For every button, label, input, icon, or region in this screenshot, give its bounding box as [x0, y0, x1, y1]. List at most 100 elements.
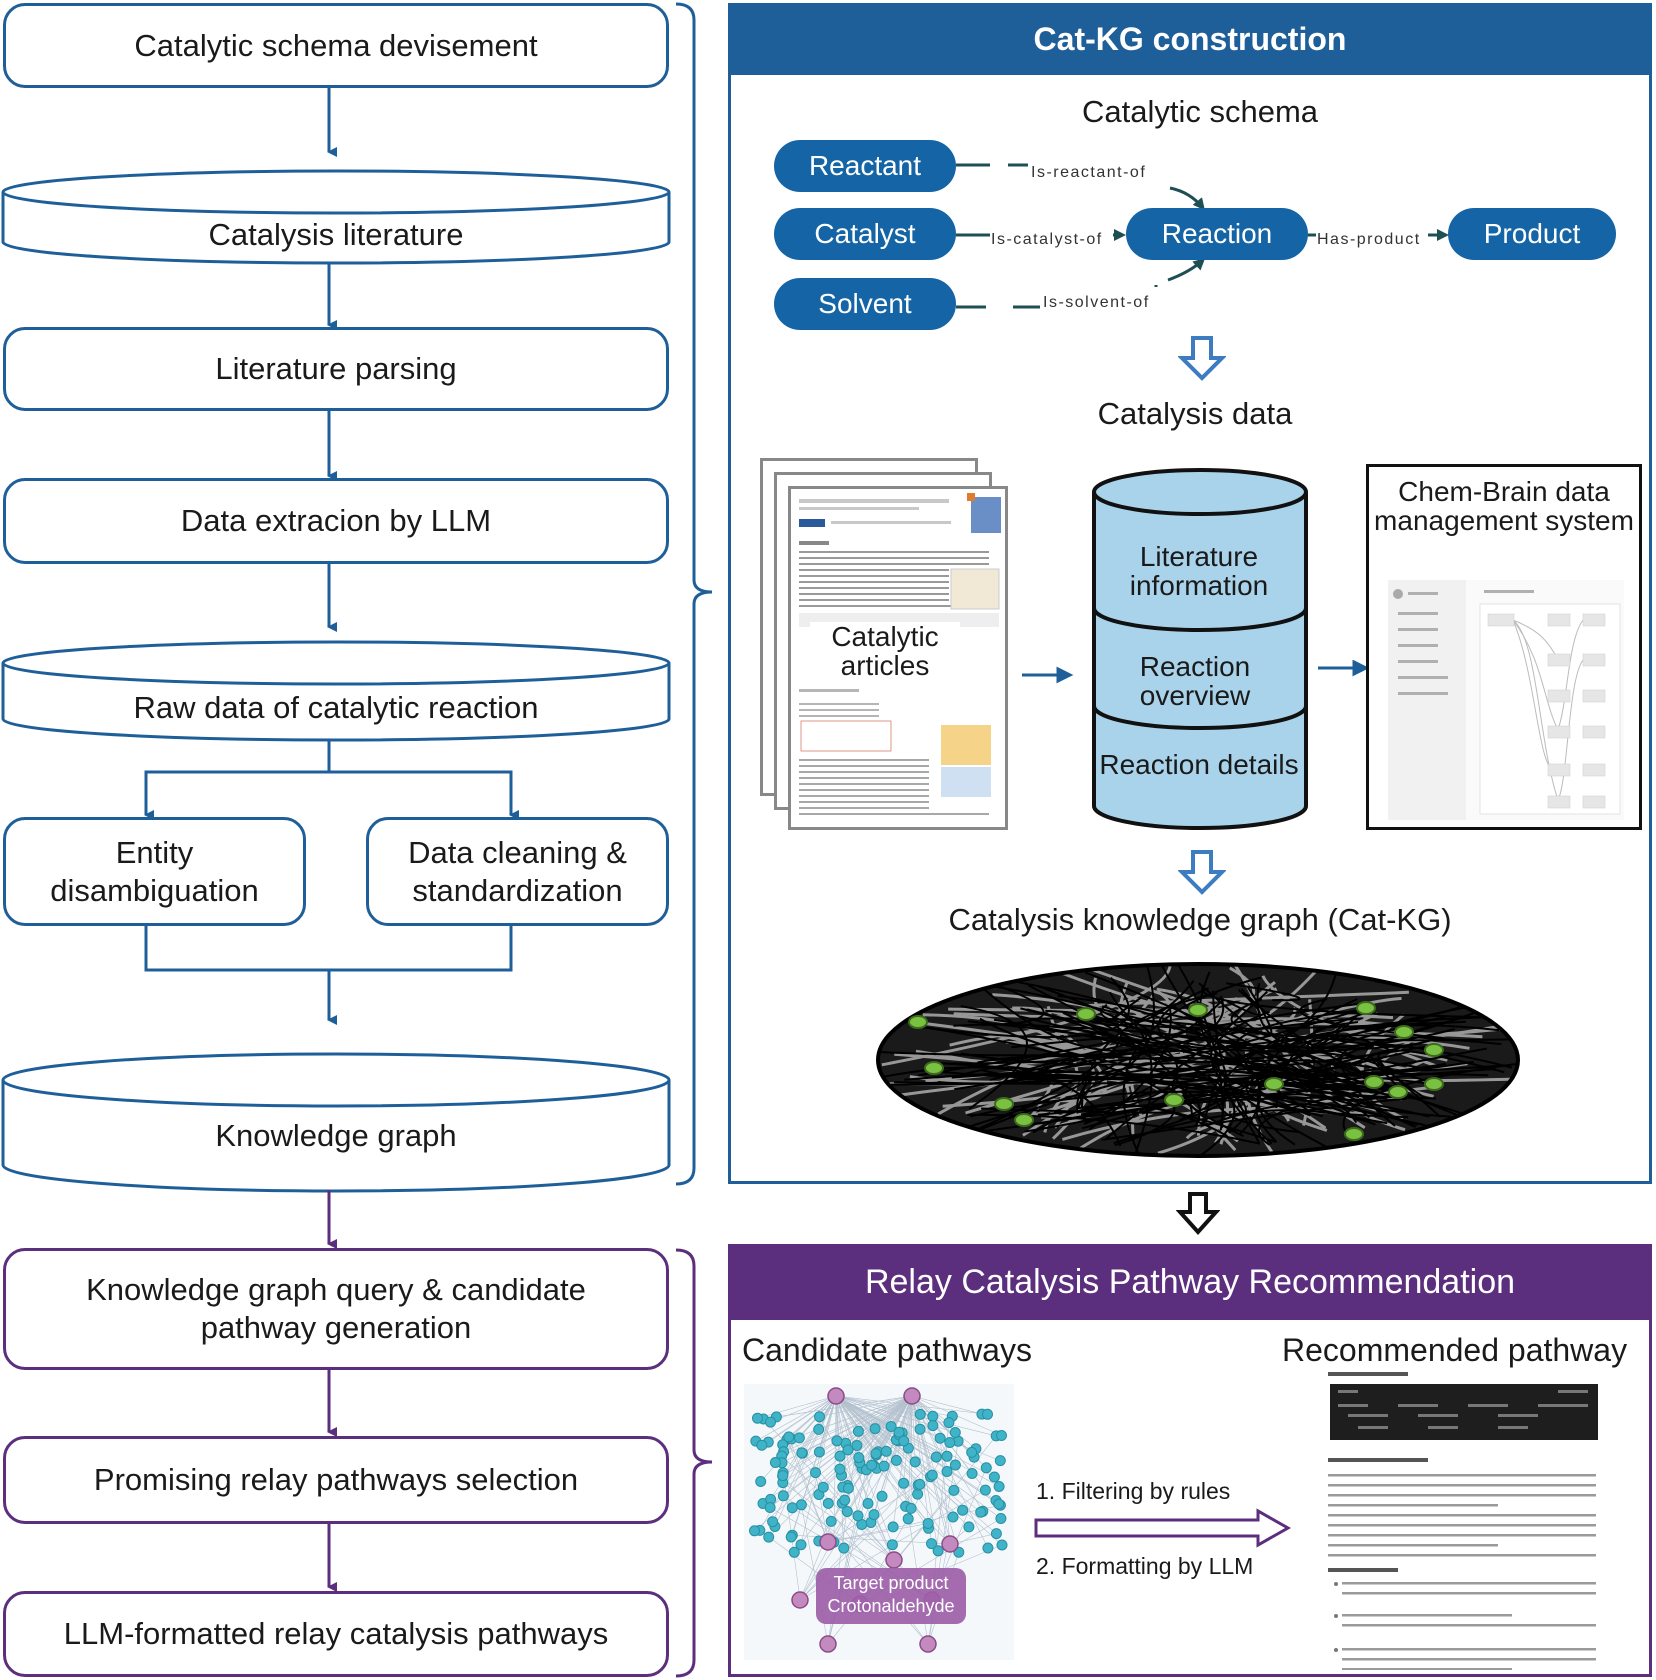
step-literature-parsing: Literature parsing — [3, 327, 669, 411]
article-thumbnail — [799, 493, 1001, 815]
kg-edge — [1081, 992, 1218, 1108]
kg-edge — [981, 1047, 1488, 1133]
chem-brain-screenshot — [1388, 580, 1624, 820]
kg-node — [1264, 1077, 1284, 1091]
candidate-node — [988, 1471, 1000, 1483]
candidate-hub-node — [819, 1635, 837, 1653]
candidate-node — [869, 1423, 881, 1435]
schema-node-catalyst: Catalyst — [774, 208, 956, 260]
candidate-edge — [835, 1395, 1003, 1546]
candidate-node — [785, 1531, 797, 1543]
candidate-node — [898, 1435, 910, 1447]
candidate-node — [870, 1448, 882, 1460]
candidate-node — [764, 1502, 776, 1513]
knowledge-graph-visual — [876, 962, 1520, 1158]
candidate-edge — [818, 1395, 913, 1495]
candidate-node — [914, 1408, 926, 1420]
step-kg-query-candidate-generation: Knowledge graph query & candidate pathwa… — [3, 1248, 669, 1370]
kg-edge — [1226, 989, 1261, 1016]
candidate-node — [825, 1515, 837, 1527]
candidate-edge — [911, 1395, 931, 1477]
kg-edge — [1037, 1086, 1352, 1116]
candidate-node — [777, 1490, 789, 1502]
kg-edge — [1245, 1015, 1449, 1119]
candidate-node — [765, 1416, 776, 1428]
candidate-node — [814, 1411, 825, 1423]
data-flow-arrows — [1022, 660, 1370, 684]
candidate-node — [912, 1488, 924, 1500]
candidate-edge — [835, 1395, 929, 1524]
candidate-node — [990, 1528, 1002, 1540]
kg-edge — [1079, 1014, 1455, 1049]
candidate-edge — [907, 1395, 913, 1519]
doc-text-line — [1328, 1474, 1596, 1477]
doc-text-line — [1328, 1484, 1596, 1487]
kg-node — [1424, 1043, 1444, 1057]
catalytic-articles-label: Catalytic articles — [810, 622, 960, 681]
candidate-node — [982, 1408, 993, 1420]
target-product-name: Crotonaldehyde — [827, 1596, 955, 1616]
relation-has-product: Has-product — [1316, 231, 1422, 249]
candidate-node — [851, 1440, 863, 1451]
relation-is-reactant-of: Is-reactant-of — [1030, 164, 1148, 182]
candidate-node — [902, 1513, 914, 1525]
candidate-node — [930, 1451, 942, 1463]
db-knowledge-graph-label: Knowledge graph — [215, 1118, 457, 1153]
db-layer-reaction-overview: Reaction overview — [1139, 651, 1251, 712]
candidate-node — [949, 1459, 961, 1471]
step-promising-pathway-selection: Promising relay pathways selection — [3, 1436, 669, 1524]
step-catalytic-schema-devisement: Catalytic schema devisement — [3, 3, 669, 88]
kg-edge — [960, 1005, 1028, 1110]
kg-edge — [920, 977, 1130, 1039]
db-layer-reaction-details: Reaction details — [1099, 749, 1299, 780]
candidate-edge — [835, 1395, 999, 1505]
candidate-node — [966, 1468, 978, 1479]
candidate-node — [842, 1482, 854, 1494]
candidate-edge — [815, 1395, 837, 1473]
doc-text-line — [1328, 1554, 1596, 1557]
candidate-node — [767, 1516, 779, 1528]
candidate-node — [834, 1463, 846, 1475]
candidate-node — [885, 1421, 897, 1432]
doc-text-line — [1342, 1624, 1596, 1627]
kg-edge — [1145, 1106, 1277, 1144]
target-product-badge — [816, 1568, 966, 1624]
kg-edge — [1215, 998, 1358, 1133]
candidate-node — [947, 1511, 959, 1523]
kg-edge — [1255, 1093, 1430, 1142]
candidate-node — [922, 1518, 934, 1529]
schema-node-reaction: Reaction — [1126, 208, 1308, 260]
schema-node-reactant: Reactant — [774, 140, 956, 192]
candidate-edge — [835, 1395, 887, 1452]
candidate-node — [898, 1477, 910, 1489]
candidate-node — [975, 1506, 987, 1518]
recommended-pathway-title: Recommended pathway — [1282, 1332, 1628, 1368]
candidate-node — [842, 1444, 854, 1456]
candidate-edge — [799, 1465, 875, 1601]
down-arrow-icon — [1178, 336, 1226, 381]
target-product-label: Target product — [833, 1573, 949, 1593]
step-data-cleaning-standardization: Data cleaning & standardization — [366, 817, 669, 926]
kg-node — [1394, 1025, 1414, 1039]
candidate-node — [838, 1542, 850, 1554]
doc-text-line — [1328, 1494, 1596, 1497]
relay-header: Relay Catalysis Pathway Recommendation — [728, 1244, 1652, 1320]
candidate-edge — [788, 1395, 837, 1438]
candidate-node — [890, 1454, 902, 1466]
catkg-title: Catalysis knowledge graph (Cat-KG) — [948, 902, 1452, 937]
candidate-edge — [755, 1395, 837, 1442]
kg-edge — [1061, 1106, 1375, 1141]
kg-node — [1388, 1085, 1408, 1099]
candidate-edge — [788, 1436, 829, 1543]
candidate-node — [839, 1494, 851, 1506]
candidate-node — [927, 1410, 939, 1422]
kg-edge — [1256, 1005, 1471, 1146]
candidate-hub-node — [819, 1533, 837, 1551]
candidate-node — [810, 1467, 821, 1479]
candidate-node — [841, 1506, 853, 1517]
kg-node — [1424, 1077, 1444, 1091]
kg-node — [994, 1097, 1014, 1111]
catalytic-schema-title: Catalytic schema — [1081, 94, 1319, 129]
doc-text-line — [1328, 1514, 1596, 1517]
relation-is-solvent-of: Is-solvent-of — [1042, 294, 1151, 312]
